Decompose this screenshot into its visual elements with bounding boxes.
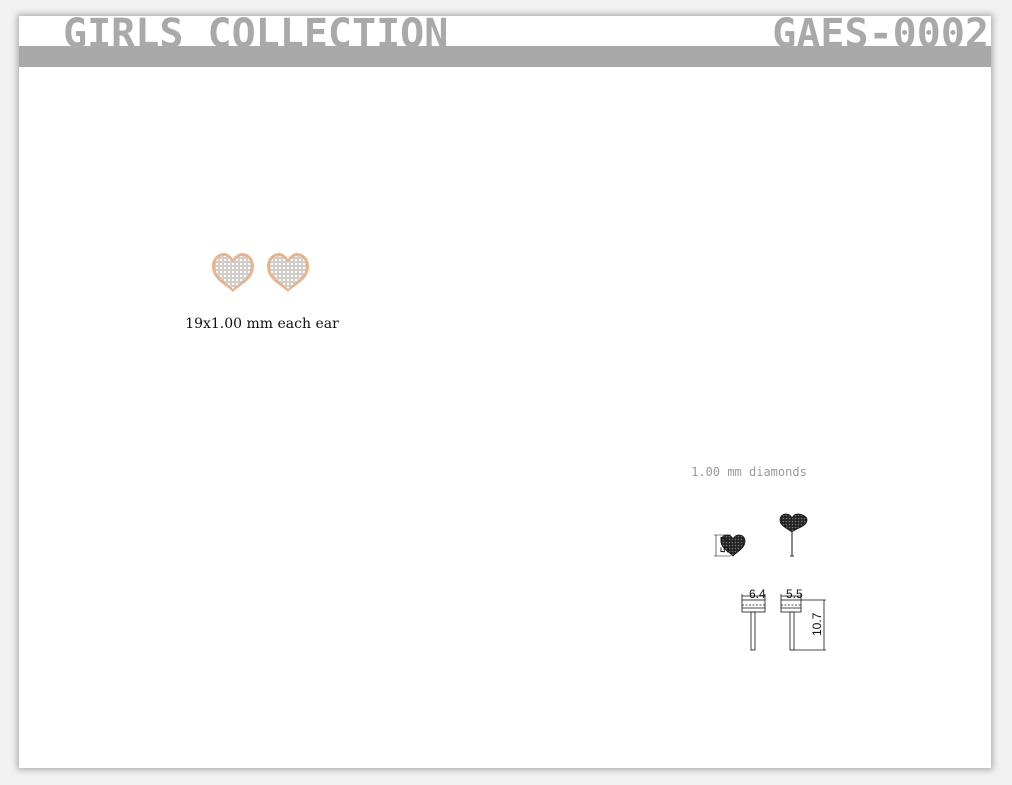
catalog-sheet: GIRLS COLLECTION GAES-0002 19x1.00 mm ea… [19, 16, 991, 768]
front-elevation-view [741, 594, 766, 651]
total-length-dim: 10.7 [810, 612, 824, 636]
side-width-dim: 5.5 [786, 587, 803, 601]
header-bar [19, 46, 991, 67]
right-heart-earring [267, 253, 309, 292]
diamond-size-label: 1.00 mm diamonds [691, 465, 807, 479]
front-width-dim: 6.4 [749, 587, 766, 601]
technical-drawing: 5.7 6.4 [714, 513, 826, 651]
left-heart-earring [212, 253, 254, 292]
collection-title: GIRLS COLLECTION [63, 16, 449, 57]
perspective-view [779, 513, 808, 557]
front-heart-view [720, 534, 746, 557]
product-code: GAES-0002 [772, 16, 989, 57]
side-elevation-view [780, 594, 826, 651]
heart-height-dim: 5.7 [718, 536, 732, 553]
heart-earrings-image [212, 253, 309, 292]
height-dimension [714, 534, 731, 557]
stone-caption: 19x1.00 mm each ear [185, 316, 339, 332]
